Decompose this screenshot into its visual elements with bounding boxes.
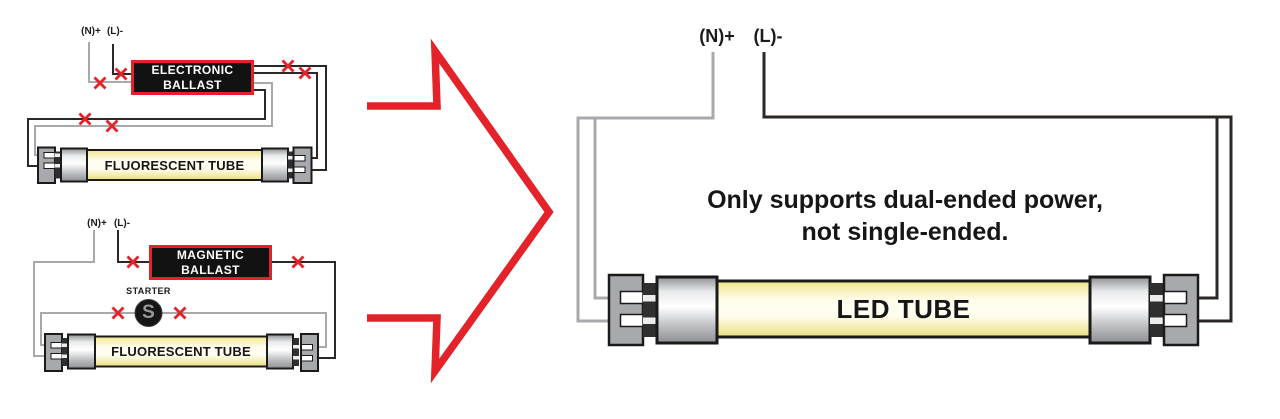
tube-body: [715, 279, 1092, 339]
message-line-2: not single-ended.: [801, 218, 1009, 246]
line-wire: [117, 230, 149, 263]
fluorescent-tube-top: [37, 146, 313, 184]
led-diagram-wires: [576, 52, 1233, 323]
ballast-to-tube-wire: [254, 72, 318, 159]
starter-label: STARTER: [126, 286, 171, 296]
tube-socket-left: [607, 273, 645, 347]
starter-circle: [134, 299, 163, 327]
neutral-wire: [33, 230, 95, 357]
magnetic-diagram-wires: [33, 230, 336, 359]
electronic-diagram-wires: [27, 42, 327, 171]
tube-socket-right: [1162, 273, 1200, 347]
magnetic-ballast-box: MAGNETIC BALLAST: [149, 245, 272, 280]
tube-endcap-left: [655, 275, 719, 345]
conversion-arrow: [367, 38, 554, 384]
line-terminal-label: (L)-: [113, 218, 131, 229]
neutral-terminal-label: (N)+: [699, 26, 735, 46]
tube-endcap-left: [60, 147, 88, 183]
neutral-wire-branch: [593, 118, 609, 300]
message-line-1: Only supports dual-ended power,: [707, 186, 1103, 214]
starter-wire: [40, 312, 327, 348]
tube-endcap-right: [266, 333, 294, 370]
ballast-to-tube-wire: [254, 65, 327, 171]
line-wire-branch: [1198, 117, 1219, 300]
tube-endcap-right: [1088, 275, 1152, 345]
ballast-to-tube-wire: [27, 89, 266, 167]
line-terminal-label: (L)-: [753, 26, 783, 46]
line-terminal-label: (L)-: [106, 26, 124, 37]
led-tube-label: LED TUBE: [836, 293, 971, 324]
line-wire: [112, 44, 131, 75]
neutral-wire: [576, 52, 715, 323]
electronic-ballast-box: ELECTRONIC BALLAST: [131, 60, 254, 95]
fluorescent-tube-label: FLUORESCENT TUBE: [104, 157, 245, 173]
neutral-terminal-label: (N)+: [87, 218, 107, 229]
neutral-terminal-label: (N)+: [81, 26, 101, 37]
dual-ended-message: Only supports dual-ended power, not sing…: [620, 184, 1190, 248]
neutral-wire: [88, 42, 131, 83]
tube-socket-right: [300, 333, 319, 372]
fluorescent-tube-label: FLUORESCENT TUBE: [111, 344, 251, 359]
starter-symbol: S: [142, 302, 155, 323]
fluorescent-tube-bottom: [44, 333, 319, 372]
tube-body: [94, 335, 268, 368]
tube-socket-right: [292, 146, 313, 184]
tube-endcap-right: [261, 147, 289, 183]
ballast-to-tube-wire: [272, 261, 336, 359]
led-tube: [607, 273, 1200, 347]
ballast-to-tube-wire: [34, 82, 273, 156]
line-wire: [762, 52, 1233, 323]
tube-socket-left: [44, 333, 63, 372]
tube-body: [86, 149, 263, 181]
tube-endcap-left: [67, 333, 96, 370]
